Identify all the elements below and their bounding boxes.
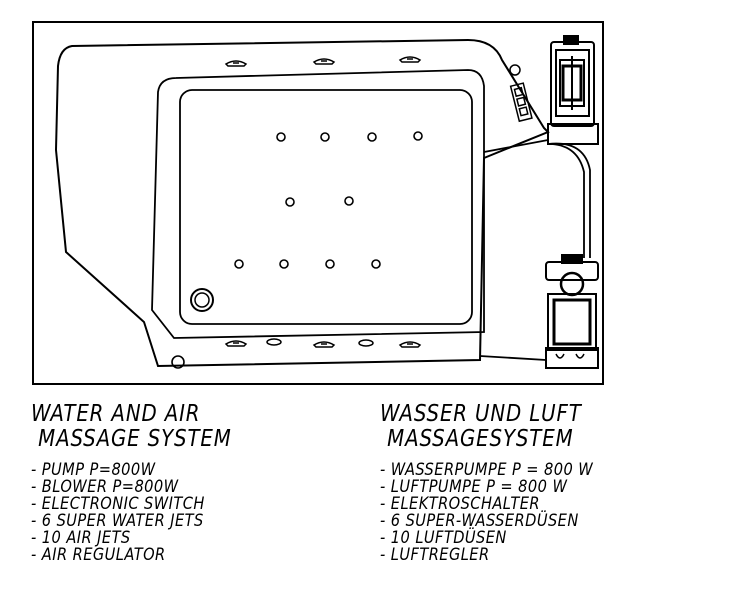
german-item: - LUFTPUMPE P = 800 W <box>380 477 568 497</box>
pump-icon <box>545 254 599 369</box>
english-title-line1: WATER AND AIR <box>31 401 201 427</box>
german-title-line2: MASSAGESYSTEM <box>380 426 574 452</box>
tub-rim <box>151 69 485 339</box>
english-item: - PUMP P=800W <box>31 460 156 480</box>
english-item: - 10 AIR JETS <box>31 528 131 548</box>
blower-icon <box>547 35 599 145</box>
jet-icon <box>371 259 381 269</box>
electronic-switch-icon <box>509 82 533 123</box>
jet-icon <box>234 259 244 269</box>
jet-icon <box>413 131 423 141</box>
jet-icon <box>320 132 330 142</box>
german-title-line1: WASSER UND LUFT <box>380 401 582 427</box>
tub-outer-shell <box>54 38 550 368</box>
rim-fittings-top <box>224 56 422 67</box>
air-jet-icon <box>358 339 374 347</box>
english-item: - 6 SUPER WATER JETS <box>31 511 204 531</box>
english-item: - AIR REGULATOR <box>31 545 166 565</box>
german-item: - WASSERPUMPE P = 800 W <box>380 460 594 480</box>
jet-icon <box>325 259 335 269</box>
air-jet-icon <box>312 58 336 65</box>
german-item: - 10 LUFTDÜSEN <box>380 528 507 548</box>
german-item: - LUFTREGLER <box>380 545 490 565</box>
air-jet-icon <box>398 341 422 348</box>
overflow-icon <box>171 355 185 369</box>
drain-icon <box>190 288 214 312</box>
rim-fittings-bottom <box>224 338 422 348</box>
piping <box>479 139 591 361</box>
english-item: - ELECTRONIC SWITCH <box>31 494 205 514</box>
german-item: - ELEKTROSCHALTER <box>380 494 541 514</box>
jet-icon <box>285 197 295 207</box>
air-jet-icon <box>224 340 248 347</box>
air-jet-icon <box>266 338 282 346</box>
water-jets <box>234 131 423 269</box>
jet-icon <box>344 196 354 206</box>
english-title-line2: MASSAGE SYSTEM <box>31 426 232 452</box>
english-item: - BLOWER P=800W <box>31 477 179 497</box>
control-panel <box>509 64 533 123</box>
german-item: - 6 SUPER-WASSERDÜSEN <box>380 511 579 531</box>
jet-icon <box>276 132 286 142</box>
jet-icon <box>367 132 377 142</box>
air-jet-icon <box>224 60 248 67</box>
drawing-frame <box>32 21 604 385</box>
jet-icon <box>279 259 289 269</box>
air-jet-icon <box>398 56 422 63</box>
tub-inner-basin <box>179 89 473 325</box>
air-jet-icon <box>312 341 336 348</box>
air-regulator-icon <box>509 64 521 76</box>
